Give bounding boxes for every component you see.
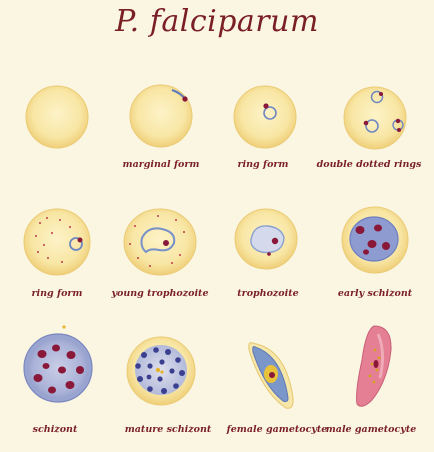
maurer-dots [129,215,185,267]
cell-marginal-form [129,84,193,148]
label-ring-form-1: ring form [237,159,289,170]
maurer-dots [35,217,71,263]
cell-double-dotted-rings [343,86,407,150]
schizont-body [349,216,399,262]
label-ring-form-2: ring form [31,288,83,299]
label-double-dotted-rings: double dotted rings [316,159,422,170]
ring-parasite [263,106,277,120]
trophozoite-body [250,225,285,254]
merozoites [135,347,185,394]
label-male-gametocyte: male gametocyte [325,424,417,435]
cell-male-gametocyte [356,325,392,407]
label-schizont: schizont [32,424,78,435]
ring-parasite [69,237,83,251]
chromatin-dot [182,96,188,102]
cell-ring-form-1 [233,85,297,149]
label-marginal-form: marginal form [122,159,200,170]
nuclei [33,344,84,394]
nuclei [355,224,390,255]
ring-parasite [370,90,384,104]
cell-young-trophozoite [123,208,197,276]
label-early-schizont: early schizont [337,288,413,299]
trophozoite-body [140,227,176,254]
cell-uninfected [25,85,89,149]
chromatin-dot [263,103,269,109]
label-mature-schizont: mature schizont [124,424,212,435]
cell-trophozoite [234,208,298,270]
gametocyte-body [356,325,392,407]
cell-early-schizont [341,206,409,274]
cell-ring-form-2 [23,208,91,276]
label-young-trophozoite: young trophozoite [111,288,209,299]
label-female-gametocyte: female gametocyte [226,424,328,435]
label-trophozoite: trophozoite [237,288,299,299]
ring-parasite [365,119,379,133]
cell-schizont [23,325,93,403]
page-title: P. falciparum [115,4,319,39]
pigment [155,367,164,374]
schizont-body [135,345,187,395]
pigment [368,348,381,384]
cell-female-gametocyte [248,342,294,409]
cell-mature-schizont [126,336,196,406]
